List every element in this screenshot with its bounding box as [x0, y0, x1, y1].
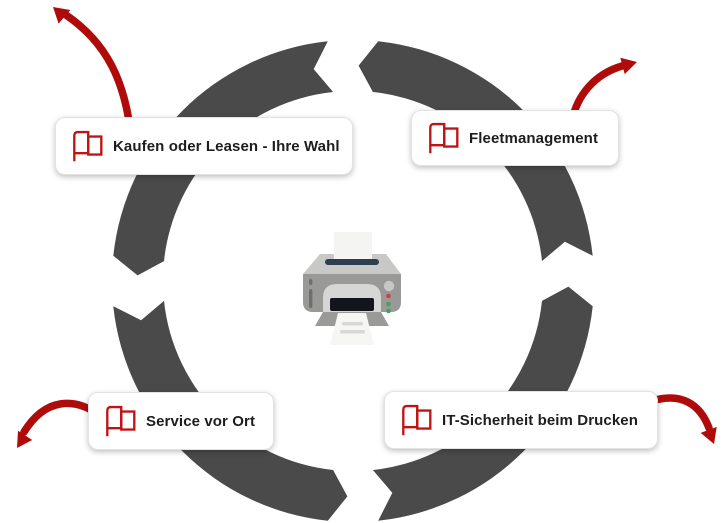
flag-icon — [106, 405, 136, 437]
flag-icon — [429, 122, 459, 154]
outward-arrow-up-left-icon — [53, 7, 133, 125]
flag-icon — [402, 404, 432, 436]
flag-icon — [73, 130, 103, 162]
item-label: Fleetmanagement — [469, 129, 599, 147]
cycle-segment-bottom-left — [113, 300, 348, 521]
cycle-segment-bottom-right — [372, 286, 593, 521]
item-card-it-sicherheit: IT-Sicherheit beim Drucken — [384, 391, 658, 449]
item-label: IT-Sicherheit beim Drucken — [442, 411, 638, 429]
printer-feed-slot — [325, 259, 379, 265]
item-card-fleetmanagement: Fleetmanagement — [411, 110, 619, 166]
item-card-service-vor-ort: Service vor Ort — [88, 392, 274, 450]
item-card-kaufen-oder-leasen: Kaufen oder Leasen - Ihre Wahl — [55, 117, 353, 175]
printer-led-green — [386, 308, 391, 314]
cycle-segment-top-left — [113, 41, 334, 276]
printer-led-red — [386, 293, 391, 299]
item-label: Kaufen oder Leasen - Ihre Wahl — [113, 137, 340, 155]
printer-icon — [303, 232, 401, 345]
printer-button — [383, 280, 395, 292]
printer-output-slot — [330, 298, 374, 311]
printer-paper-out — [330, 313, 374, 345]
item-label: Service vor Ort — [146, 412, 256, 430]
cycle-segment-top-right — [358, 41, 593, 262]
outward-arrow-down-right-icon — [648, 394, 717, 444]
printer-led-green — [386, 301, 391, 307]
